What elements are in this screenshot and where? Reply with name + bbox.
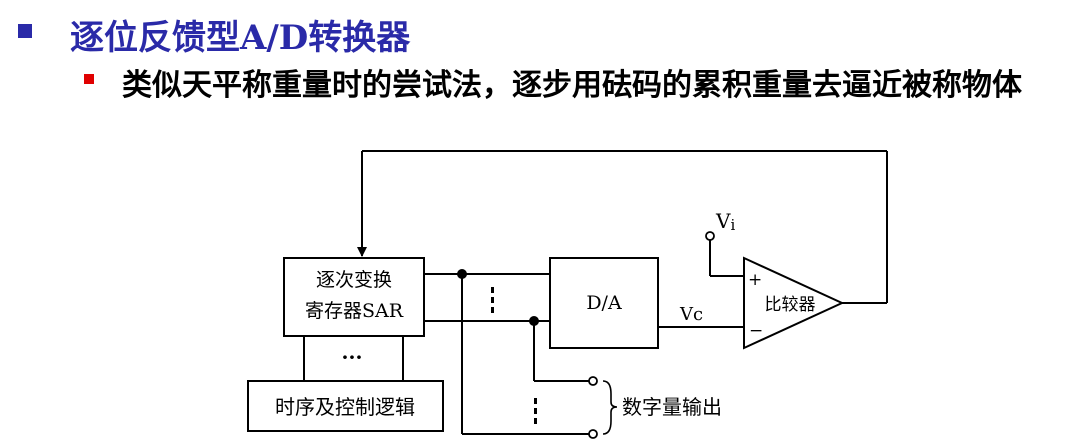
sar-label-line1: 逐次变换 xyxy=(316,269,392,291)
output-ellipsis-dot-2 xyxy=(534,408,537,414)
output-terminal-top xyxy=(588,376,598,386)
output-ellipsis-dot-1 xyxy=(534,398,537,404)
output-ellipsis-dot-3 xyxy=(534,418,537,424)
bus-ellipsis-dot-2 xyxy=(491,297,494,303)
minus-sign: − xyxy=(749,321,763,341)
junction-dot-bottom xyxy=(529,316,539,326)
vi-label: Vi xyxy=(715,209,735,234)
comparator-triangle xyxy=(743,256,845,350)
vi-terminal xyxy=(705,231,715,241)
sub-bullet-icon xyxy=(84,74,94,84)
bus-ellipsis-dot-3 xyxy=(491,307,494,313)
digital-output-label: 数字量输出 xyxy=(622,395,722,419)
da-converter-block xyxy=(549,257,659,349)
plus-sign: + xyxy=(748,270,762,290)
control-ellipsis: ··· xyxy=(342,345,363,369)
bus-ellipsis-dot-1 xyxy=(491,287,494,293)
comparator-label: 比较器 xyxy=(765,295,816,315)
output-brace xyxy=(602,380,618,435)
title-bullet-icon xyxy=(18,24,32,38)
da-label: D/A xyxy=(586,292,622,314)
control-logic-label: 时序及控制逻辑 xyxy=(275,395,415,419)
output-terminal-bottom xyxy=(588,429,598,439)
junction-dot-top xyxy=(457,269,467,279)
control-logic-block xyxy=(247,380,444,432)
sar-block xyxy=(283,257,425,337)
bullet-point-text: 类似天平称重量时的尝试法，逐步用砝码的累积重量去逼近被称物体 xyxy=(122,68,1022,103)
vc-label: Vc xyxy=(679,304,703,325)
sar-label-line2: 寄存器SAR xyxy=(305,300,404,322)
page-title: 逐位反馈型A/D转换器 xyxy=(70,18,411,58)
